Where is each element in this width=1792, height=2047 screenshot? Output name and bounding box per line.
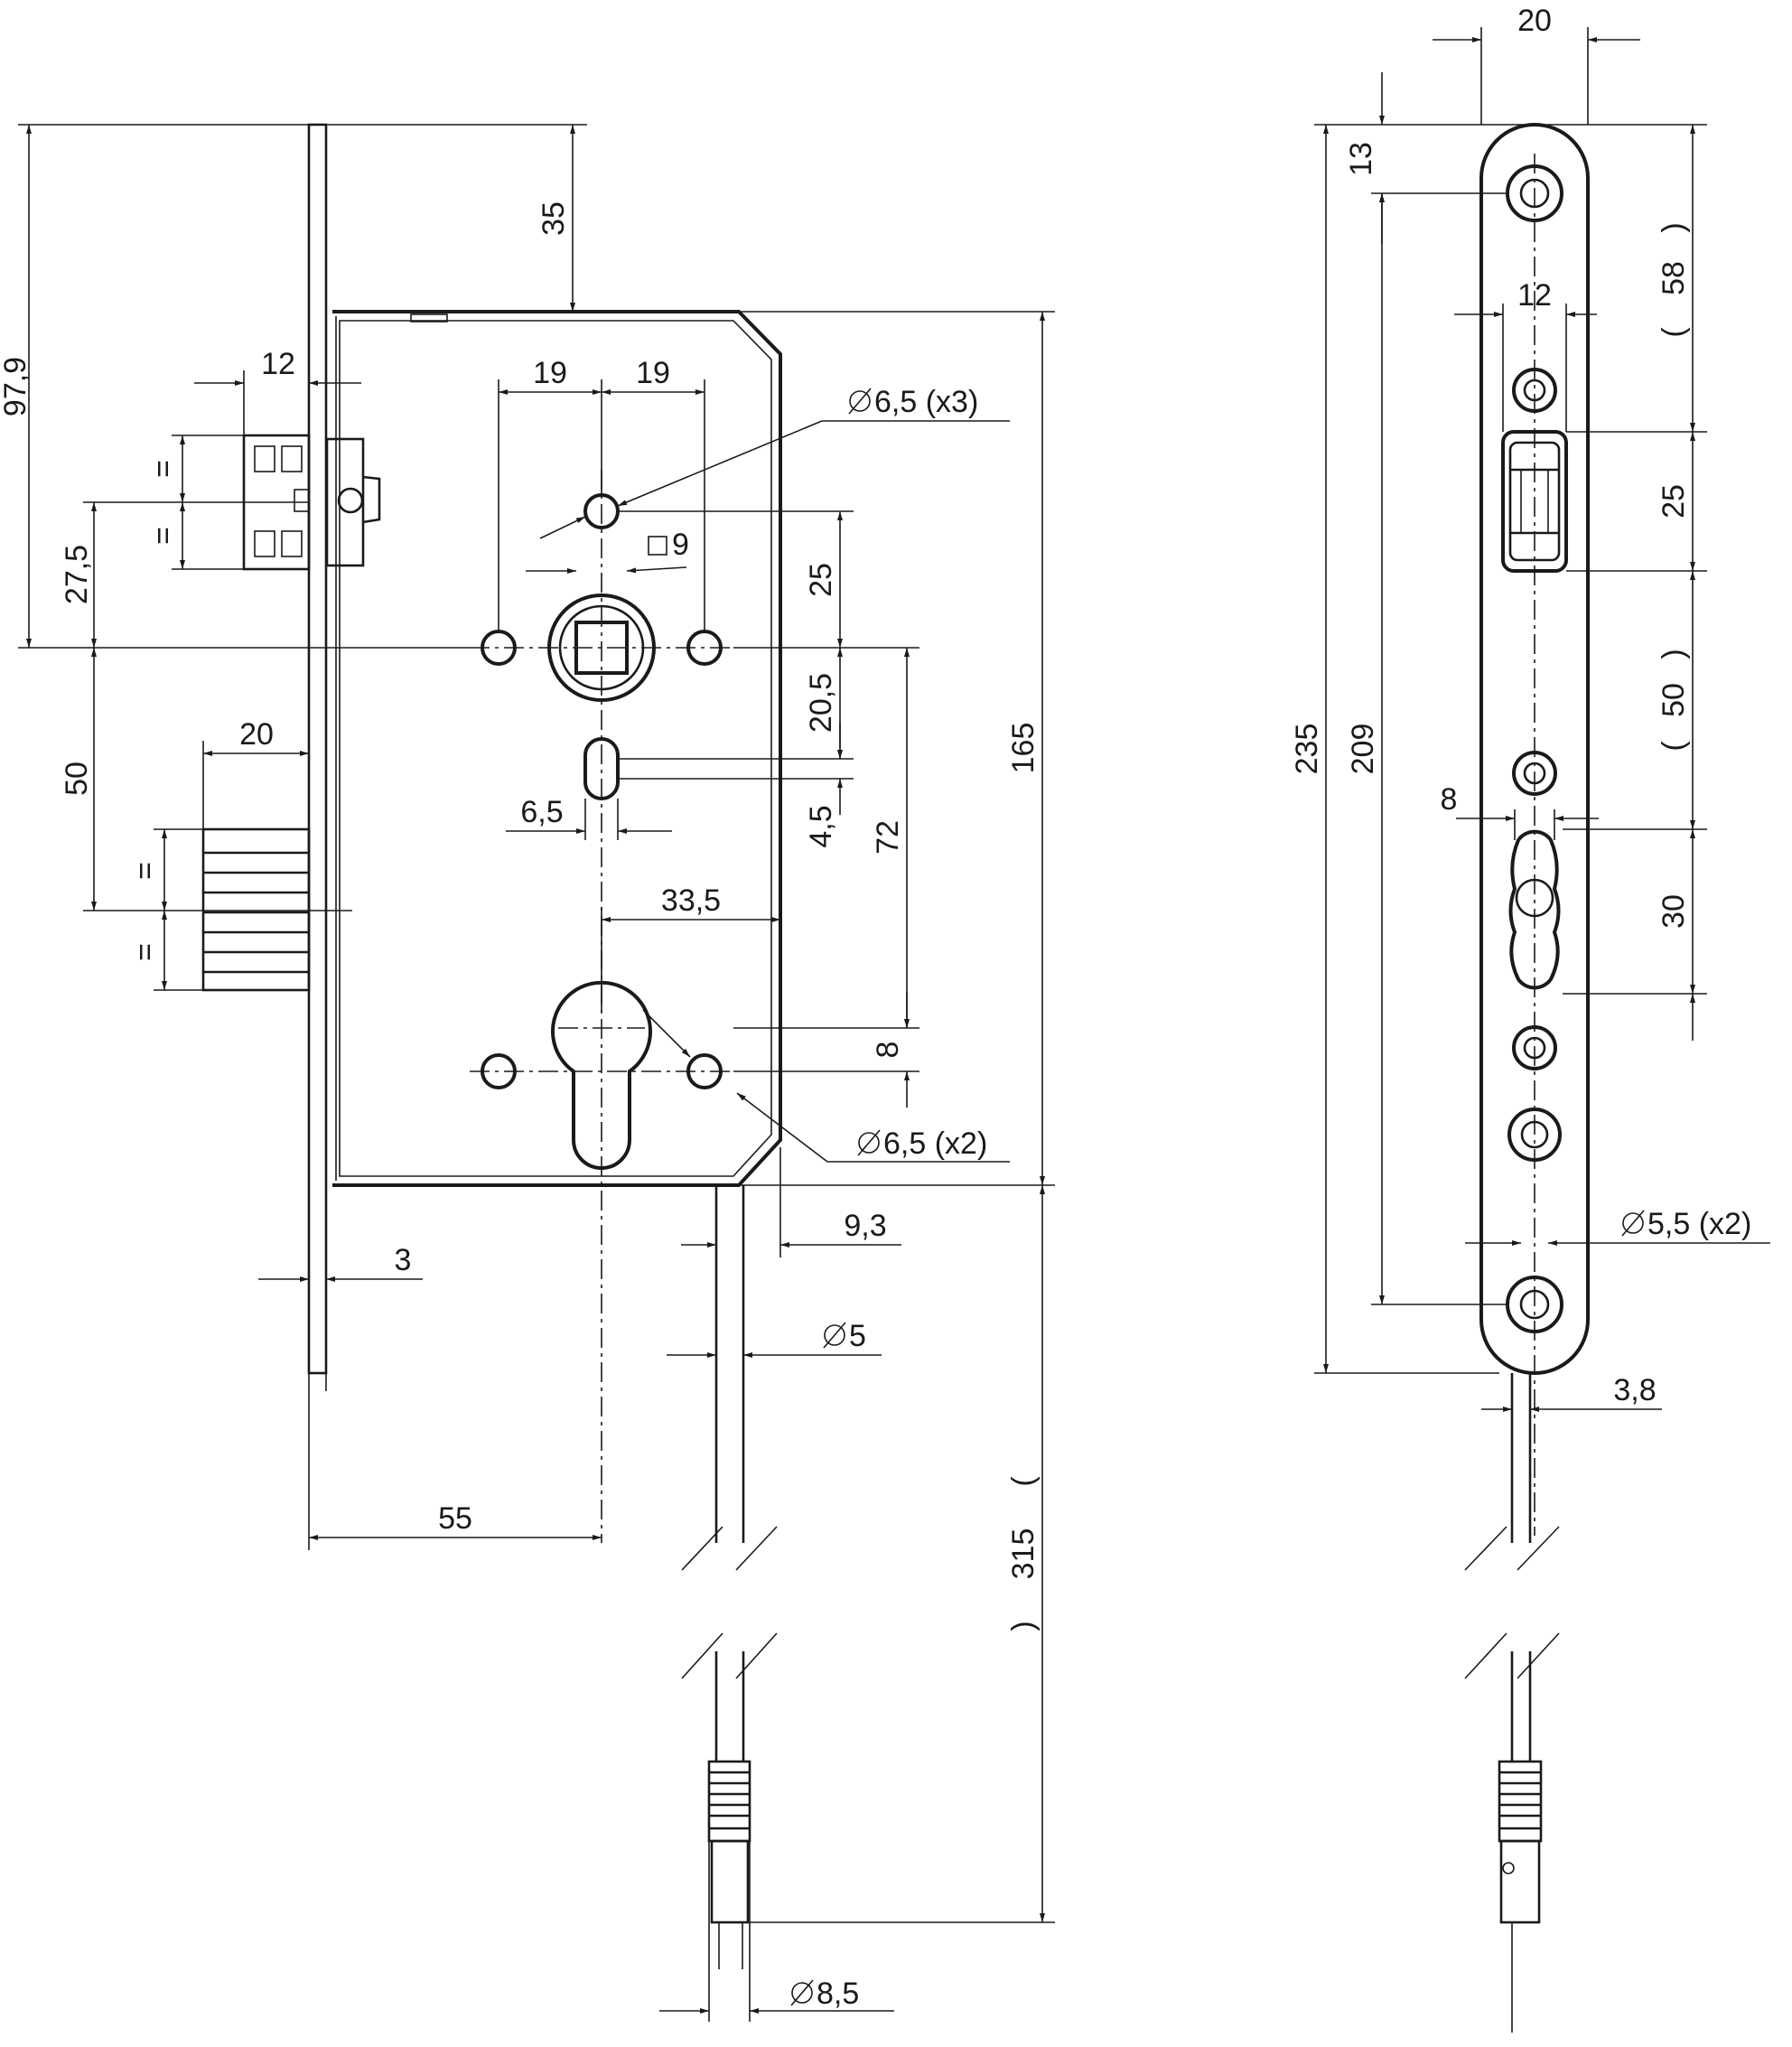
dim-50: 50 — [60, 762, 94, 796]
dim-19-right: 19 — [636, 356, 670, 390]
connector-side — [707, 1760, 751, 1969]
dim-4-5: 4,5 — [804, 805, 838, 847]
dim-165: 165 — [1006, 723, 1041, 774]
dim-72: 72 — [871, 820, 905, 855]
dim-front-25: 25 — [1657, 484, 1691, 519]
dim-front-20: 20 — [1517, 4, 1552, 38]
dim-20-5: 20,5 — [804, 673, 838, 733]
dim-equal-2: = — [146, 527, 181, 545]
diameter-symbol-icon — [848, 388, 872, 415]
faceplate-side — [307, 123, 328, 1375]
lock-case — [332, 310, 782, 1187]
dead-bolt — [201, 827, 311, 992]
dim-35: 35 — [537, 201, 571, 236]
dim-front-235: 235 — [1290, 724, 1324, 775]
dim-19-left: 19 — [533, 356, 567, 390]
dim-front-58: 58 — [1657, 261, 1691, 295]
dim-9-3: 9,3 — [844, 1209, 886, 1243]
svg-text:): ) — [1657, 649, 1691, 659]
dim-equal-4: = — [128, 943, 163, 961]
side-view: 97,9 35 12 = = 27,5 50 = = 20 — [0, 123, 1055, 2022]
dim-front-30: 30 — [1657, 894, 1691, 929]
dim-equal-1: = — [146, 460, 181, 478]
dim-12: 12 — [261, 347, 295, 381]
connector-front — [1498, 1760, 1543, 2033]
dim-27-5: 27,5 — [60, 545, 94, 604]
diameter-symbol-icon — [823, 1322, 846, 1349]
dim-equal-3: = — [128, 862, 163, 880]
dim-front-13: 13 — [1344, 142, 1378, 176]
dim-front-3-8: 3,8 — [1613, 1373, 1656, 1407]
svg-text:(: ( — [1657, 741, 1691, 752]
svg-text:): ) — [1006, 1621, 1041, 1631]
dim-3: 3 — [395, 1243, 412, 1277]
dim-97-9: 97,9 — [0, 357, 33, 416]
dim-315: 315 — [1006, 1528, 1041, 1580]
dim-20-bolt: 20 — [239, 717, 274, 752]
dim-hole-x2: 6,5 (x2) — [883, 1126, 987, 1161]
dim-6-5: 6,5 — [520, 795, 563, 829]
diameter-symbol-icon — [857, 1129, 881, 1156]
svg-text:): ) — [1657, 222, 1691, 232]
cable-side — [681, 1185, 778, 1762]
dim-square-9: 9 — [672, 528, 689, 562]
dim-8: 8 — [871, 1042, 905, 1059]
latch-bolt — [242, 434, 381, 571]
dim-hole-x3: 6,5 (x3) — [874, 385, 978, 419]
dim-front-12: 12 — [1517, 278, 1552, 313]
cylinder-cutout-front — [1508, 829, 1561, 990]
dim-dia-8-5: 8,5 — [817, 1977, 859, 2011]
cable-front — [1464, 1373, 1560, 1762]
dim-dia-5: 5 — [849, 1319, 866, 1353]
cylinder-cutout — [551, 980, 652, 1170]
dim-25: 25 — [804, 563, 838, 597]
front-view: 20 13 235 209 12 58 ) ( 25 50 ) — [1290, 4, 1770, 2033]
diameter-symbol-icon — [1621, 1210, 1645, 1237]
svg-text:(: ( — [1006, 1476, 1041, 1487]
diameter-symbol-icon — [790, 1979, 814, 2006]
svg-text:(: ( — [1657, 327, 1691, 338]
square-symbol-icon — [648, 536, 667, 556]
dim-front-8: 8 — [1441, 782, 1458, 817]
dim-front-50: 50 — [1657, 683, 1691, 717]
dim-front-209: 209 — [1346, 724, 1380, 775]
dim-front-hole-x2: 5,5 (x2) — [1647, 1207, 1751, 1241]
dim-33-5: 33,5 — [661, 883, 721, 918]
dim-55: 55 — [438, 1501, 472, 1536]
